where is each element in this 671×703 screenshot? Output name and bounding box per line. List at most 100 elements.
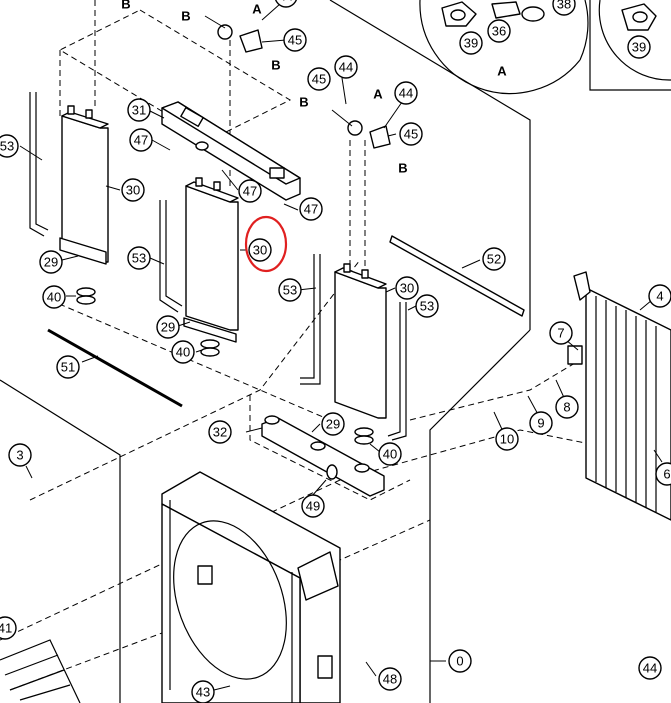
callout-44[interactable]: 44 (275, 0, 297, 8)
letter-b: B (299, 95, 308, 110)
fan-blades (0, 639, 81, 703)
callout-30[interactable]: 30 (121, 178, 145, 202)
lower-tank (261, 415, 385, 497)
letter-a: A (252, 2, 262, 17)
svg-text:49: 49 (306, 499, 320, 514)
svg-text:36: 36 (492, 24, 506, 39)
svg-text:47: 47 (243, 184, 257, 199)
svg-text:45: 45 (404, 127, 418, 142)
callout-45[interactable]: 45 (307, 67, 331, 91)
callout-30[interactable]: 30 (248, 238, 272, 262)
callout-39[interactable]: 39 (459, 31, 483, 55)
callout-29[interactable]: 29 (39, 250, 63, 274)
detail-view-a (419, 0, 589, 95)
svg-text:44: 44 (399, 86, 413, 101)
callout-52[interactable]: 52 (482, 247, 506, 271)
svg-text:53: 53 (132, 251, 146, 266)
bar-seal (389, 235, 525, 317)
letter-a: A (373, 87, 383, 102)
callout-47[interactable]: 47 (299, 197, 323, 221)
callout-44[interactable]: 44 (334, 55, 358, 79)
letter-b: B (121, 0, 130, 12)
callout-6[interactable]: 6 (655, 462, 671, 486)
svg-text:30: 30 (400, 281, 414, 296)
svg-text:40: 40 (383, 447, 397, 462)
svg-text:40: 40 (47, 290, 61, 305)
callout-10[interactable]: 10 (495, 427, 519, 451)
callout-31[interactable]: 31 (127, 98, 151, 122)
leader-lines (19, 3, 663, 691)
callout-49[interactable]: 49 (301, 494, 325, 518)
svg-text:41: 41 (0, 621, 12, 636)
callout-38[interactable]: 38 (552, 0, 576, 16)
flange-gasket-detail (441, 1, 657, 31)
callout-4[interactable]: 4 (648, 284, 671, 308)
callout-40[interactable]: 40 (171, 340, 195, 364)
svg-text:53: 53 (283, 283, 297, 298)
radiator-core-right (334, 263, 387, 419)
svg-text:29: 29 (161, 320, 175, 335)
reference-letters: B B A B B A B A (121, 0, 507, 176)
svg-text:38: 38 (557, 0, 571, 12)
letter-b: B (271, 58, 280, 73)
callout-47[interactable]: 47 (129, 128, 153, 152)
callout-9[interactable]: 9 (529, 411, 553, 435)
svg-text:4: 4 (656, 289, 663, 304)
callout-53[interactable]: 53 (415, 294, 439, 318)
svg-text:48: 48 (383, 672, 397, 687)
callout-45[interactable]: 45 (399, 122, 423, 146)
svg-text:3: 3 (16, 448, 23, 463)
callout-40[interactable]: 40 (42, 285, 66, 309)
callout-30[interactable]: 30 (395, 276, 419, 300)
callout-44[interactable]: 44 (638, 656, 662, 680)
svg-text:29: 29 (44, 255, 58, 270)
callout-51[interactable]: 51 (56, 355, 80, 379)
callout-43[interactable]: 43 (191, 680, 215, 703)
svg-text:47: 47 (304, 202, 318, 217)
gasket-rings (76, 287, 374, 445)
callout-53[interactable]: 53 (0, 134, 19, 158)
callout-3[interactable]: 3 (8, 443, 32, 467)
svg-text:44: 44 (643, 661, 657, 676)
callout-0[interactable]: 0 (448, 649, 472, 673)
callout-29[interactable]: 29 (156, 315, 180, 339)
svg-text:31: 31 (132, 103, 146, 118)
callout-53[interactable]: 53 (278, 278, 302, 302)
svg-text:32: 32 (213, 425, 227, 440)
callout-44[interactable]: 44 (394, 81, 418, 105)
svg-text:29: 29 (326, 417, 340, 432)
fan-shroud (161, 471, 341, 703)
svg-text:7: 7 (557, 326, 564, 341)
svg-text:6: 6 (663, 467, 670, 482)
side-seals (29, 92, 407, 441)
callout-48[interactable]: 48 (378, 667, 402, 691)
svg-text:30: 30 (253, 243, 267, 258)
callout-8[interactable]: 8 (555, 395, 579, 419)
svg-text:52: 52 (487, 252, 501, 267)
detail-frame (589, 0, 671, 91)
svg-text:53: 53 (0, 139, 14, 154)
callout-41[interactable]: 41 (0, 616, 17, 640)
top-fittings (204, 15, 391, 149)
callout-53[interactable]: 53 (127, 246, 151, 270)
callout-40[interactable]: 40 (378, 442, 402, 466)
svg-text:47: 47 (134, 133, 148, 148)
callout-45[interactable]: 45 (283, 28, 307, 52)
highlight-ring (244, 215, 288, 273)
callout-47[interactable]: 47 (238, 179, 262, 203)
svg-text:0: 0 (456, 654, 463, 669)
svg-text:53: 53 (420, 299, 434, 314)
callout-7[interactable]: 7 (549, 321, 573, 345)
callout-29[interactable]: 29 (321, 412, 345, 436)
svg-text:30: 30 (126, 183, 140, 198)
svg-text:44: 44 (339, 60, 353, 75)
svg-text:44: 44 (279, 0, 293, 4)
callout-36[interactable]: 36 (487, 19, 511, 43)
callout-39[interactable]: 39 (627, 35, 651, 59)
callout-32[interactable]: 32 (208, 420, 232, 444)
svg-text:45: 45 (288, 33, 302, 48)
svg-text:8: 8 (563, 400, 570, 415)
letter-a: A (497, 64, 507, 79)
